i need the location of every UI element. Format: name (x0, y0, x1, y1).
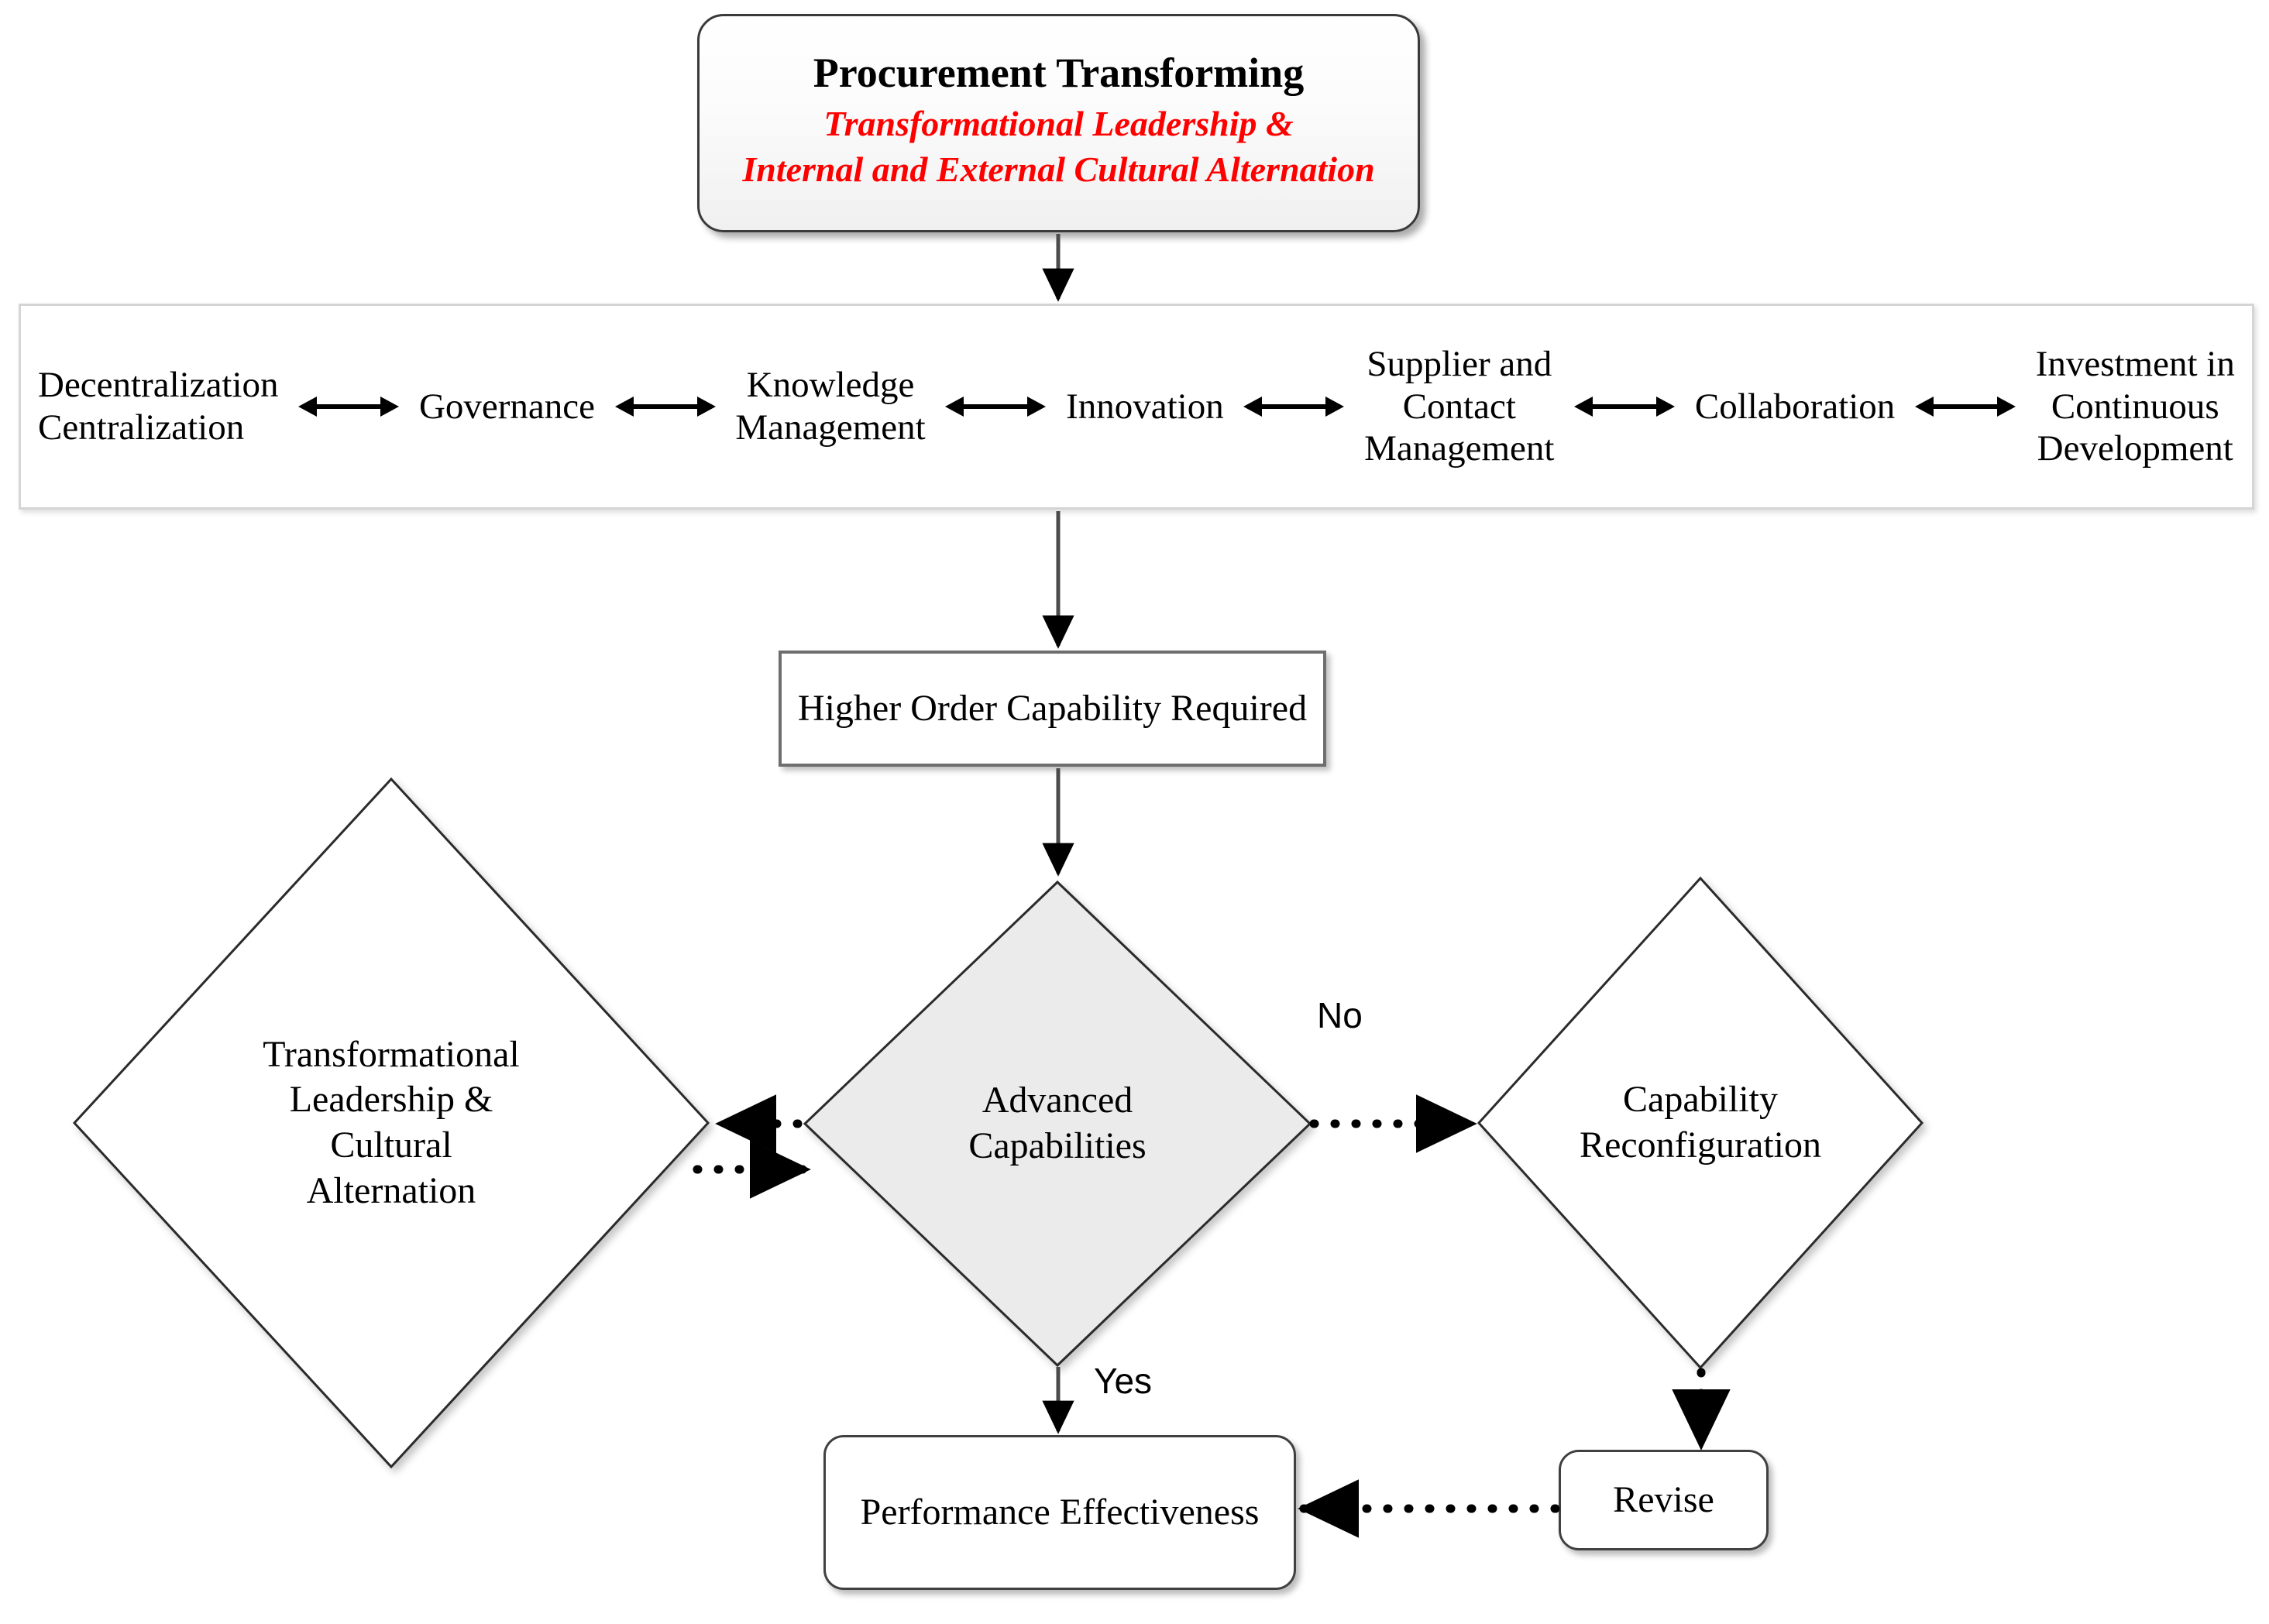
double-arrow-icon (1915, 390, 2016, 424)
branch-label-no: No (1317, 995, 1363, 1035)
band-item-knowledge-management: Knowledge Management (735, 365, 926, 448)
node-label: Performance Effectiveness (860, 1492, 1260, 1533)
card-subtitle-line-1: Transformational Leadership & (823, 104, 1294, 144)
double-arrow-icon (1243, 390, 1345, 424)
node-higher-order-capability: Higher Order Capability Required (779, 651, 1326, 767)
band-item-decentralization-centralization: Decentralization Centralization (38, 365, 279, 448)
double-arrow-icon (1574, 390, 1676, 424)
node-performance-effectiveness: Performance Effectiveness (823, 1435, 1296, 1590)
band-item-governance: Governance (418, 386, 595, 427)
card-heading: Procurement Transforming (813, 50, 1305, 97)
band-item-collaboration: Collaboration (1694, 386, 1896, 427)
node-advanced-capabilities: Advanced Capabilities (802, 879, 1313, 1368)
node-label: Higher Order Capability Required (797, 688, 1308, 730)
branch-label-yes: Yes (1094, 1361, 1153, 1401)
node-label: Revise (1613, 1479, 1714, 1521)
double-arrow-icon (945, 390, 1047, 424)
node-transformational-leadership: Transformational Leadership & Cultural A… (70, 774, 713, 1471)
procurement-transforming-card: Procurement Transforming Transformationa… (697, 14, 1420, 232)
node-revise: Revise (1559, 1450, 1769, 1550)
node-capability-reconfiguration: Capability Reconfiguration (1476, 875, 1925, 1371)
band-item-innovation: Innovation (1066, 386, 1224, 427)
double-arrow-icon (614, 390, 716, 424)
capability-band: Decentralization Centralization Governan… (19, 304, 2254, 510)
band-item-supplier-and-contact-management: Supplier and Contact Management (1364, 344, 1555, 469)
card-subtitle-line-2: Internal and External Cultural Alternati… (742, 149, 1375, 190)
double-arrow-icon (298, 390, 400, 424)
band-item-investment-in-continuous-development: Investment in Continuous Development (2035, 344, 2235, 469)
